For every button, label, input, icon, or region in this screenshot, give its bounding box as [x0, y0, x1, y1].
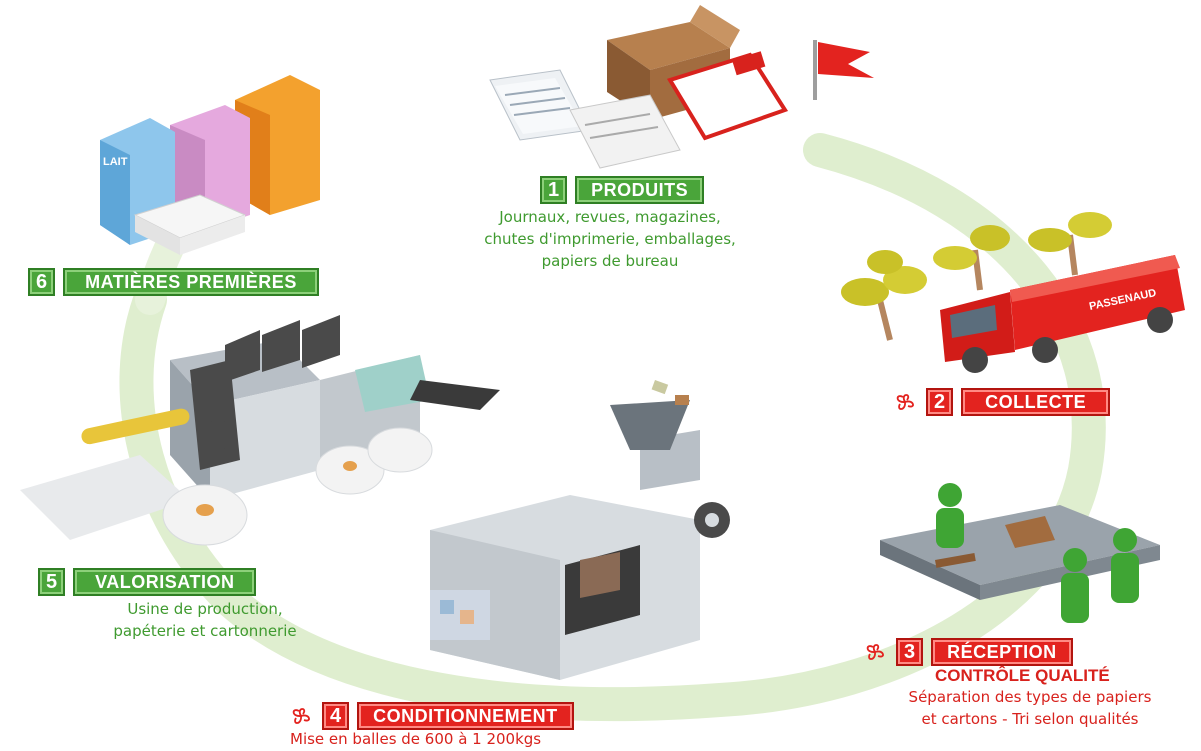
products-illustration — [489, 5, 874, 169]
step-4-number: 4 — [322, 702, 350, 730]
step-4-label: 4 CONDITIONNEMENT — [288, 702, 574, 730]
step-6-label: 6 MATIÈRES PREMIÈRES — [28, 268, 319, 296]
reception-illustration — [880, 483, 1160, 623]
step-5-desc-line-1: Usine de production, — [127, 600, 283, 618]
step-1-title: PRODUITS — [575, 176, 705, 204]
svg-text:LAIT: LAIT — [103, 156, 128, 168]
raw-materials-illustration: LAIT — [100, 75, 320, 255]
swirl-icon — [866, 644, 884, 660]
step-3-desc-line-2: et cartons - Tri selon qualités — [921, 710, 1139, 728]
step-1-label: 1 PRODUITS — [540, 176, 705, 204]
step-4-title: CONDITIONNEMENT — [357, 702, 574, 730]
step-6-title: MATIÈRES PREMIÈRES — [63, 268, 319, 296]
step-5-title: VALORISATION — [73, 568, 257, 596]
step-1-number: 1 — [540, 176, 568, 204]
step-4-desc-line-1: Mise en balles de 600 à 1 200kgs — [290, 730, 542, 748]
step-5-number: 5 — [38, 568, 66, 596]
swirl-icon — [896, 394, 914, 410]
step-3-subtitle: CONTRÔLE QUALITÉ — [935, 666, 1110, 685]
step-2-label: 2 COLLECTE — [892, 388, 1111, 416]
baling-illustration — [430, 380, 730, 680]
step-3-number: 3 — [896, 638, 924, 666]
step-6-number: 6 — [28, 268, 56, 296]
step-5-label: 5 VALORISATION — [38, 568, 257, 596]
swirl-icon — [292, 708, 310, 724]
step-1-desc-line-1: Journaux, revues, magazines, — [499, 208, 721, 226]
step-3-description: Séparation des types de papiers et carto… — [860, 686, 1200, 730]
step-4-description: Mise en balles de 600 à 1 200kgs — [280, 728, 670, 750]
step-1-description: Journaux, revues, magazines, chutes d'im… — [430, 206, 790, 272]
step-3-title: RÉCEPTION — [931, 638, 1073, 666]
collection-illustration: PASSENAUD — [841, 212, 1185, 373]
step-5-description: Usine de production, papéterie et carton… — [70, 598, 340, 642]
factory-illustration — [20, 315, 500, 546]
step-3-label: 3 RÉCEPTION — [862, 638, 1073, 666]
step-3-desc-line-1: Séparation des types de papiers — [908, 688, 1152, 706]
step-5-desc-line-2: papéterie et cartonnerie — [113, 622, 297, 640]
step-2-number: 2 — [926, 388, 954, 416]
step-1-desc-line-2: chutes d'imprimerie, emballages, — [484, 230, 736, 248]
step-1-desc-line-3: papiers de bureau — [541, 252, 679, 270]
step-2-title: COLLECTE — [961, 388, 1111, 416]
